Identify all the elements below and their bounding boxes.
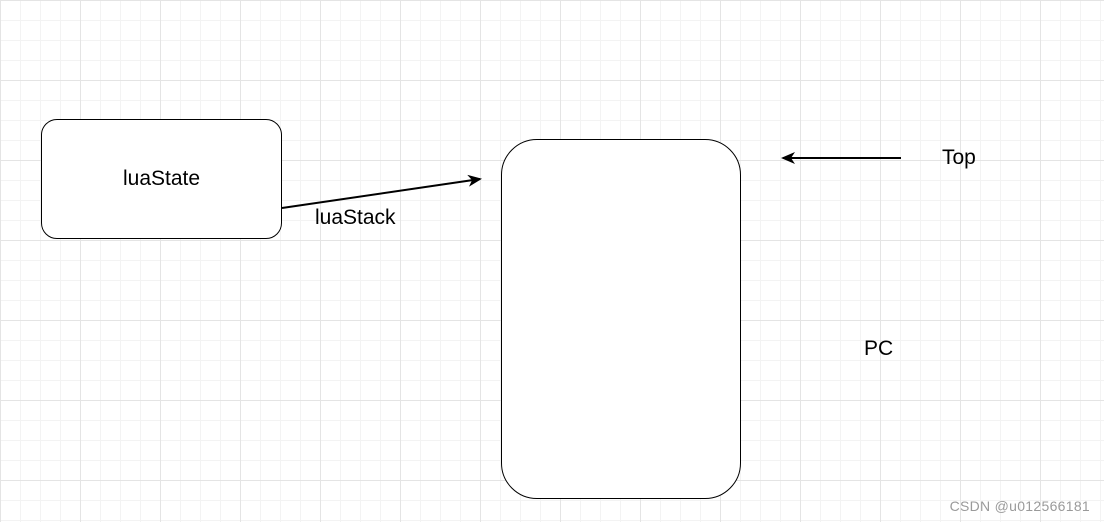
lua-stack-edge-label: luaStack — [315, 206, 396, 229]
lua-state-label: luaState — [122, 167, 201, 190]
watermark: CSDN @u012566181 — [949, 498, 1090, 514]
lua-stack-node — [501, 139, 741, 499]
top-label: Top — [942, 146, 976, 169]
pc-label: PC — [864, 337, 894, 360]
lua-state-node: luaState — [41, 119, 282, 239]
state-to-stack-arrow — [281, 174, 482, 209]
